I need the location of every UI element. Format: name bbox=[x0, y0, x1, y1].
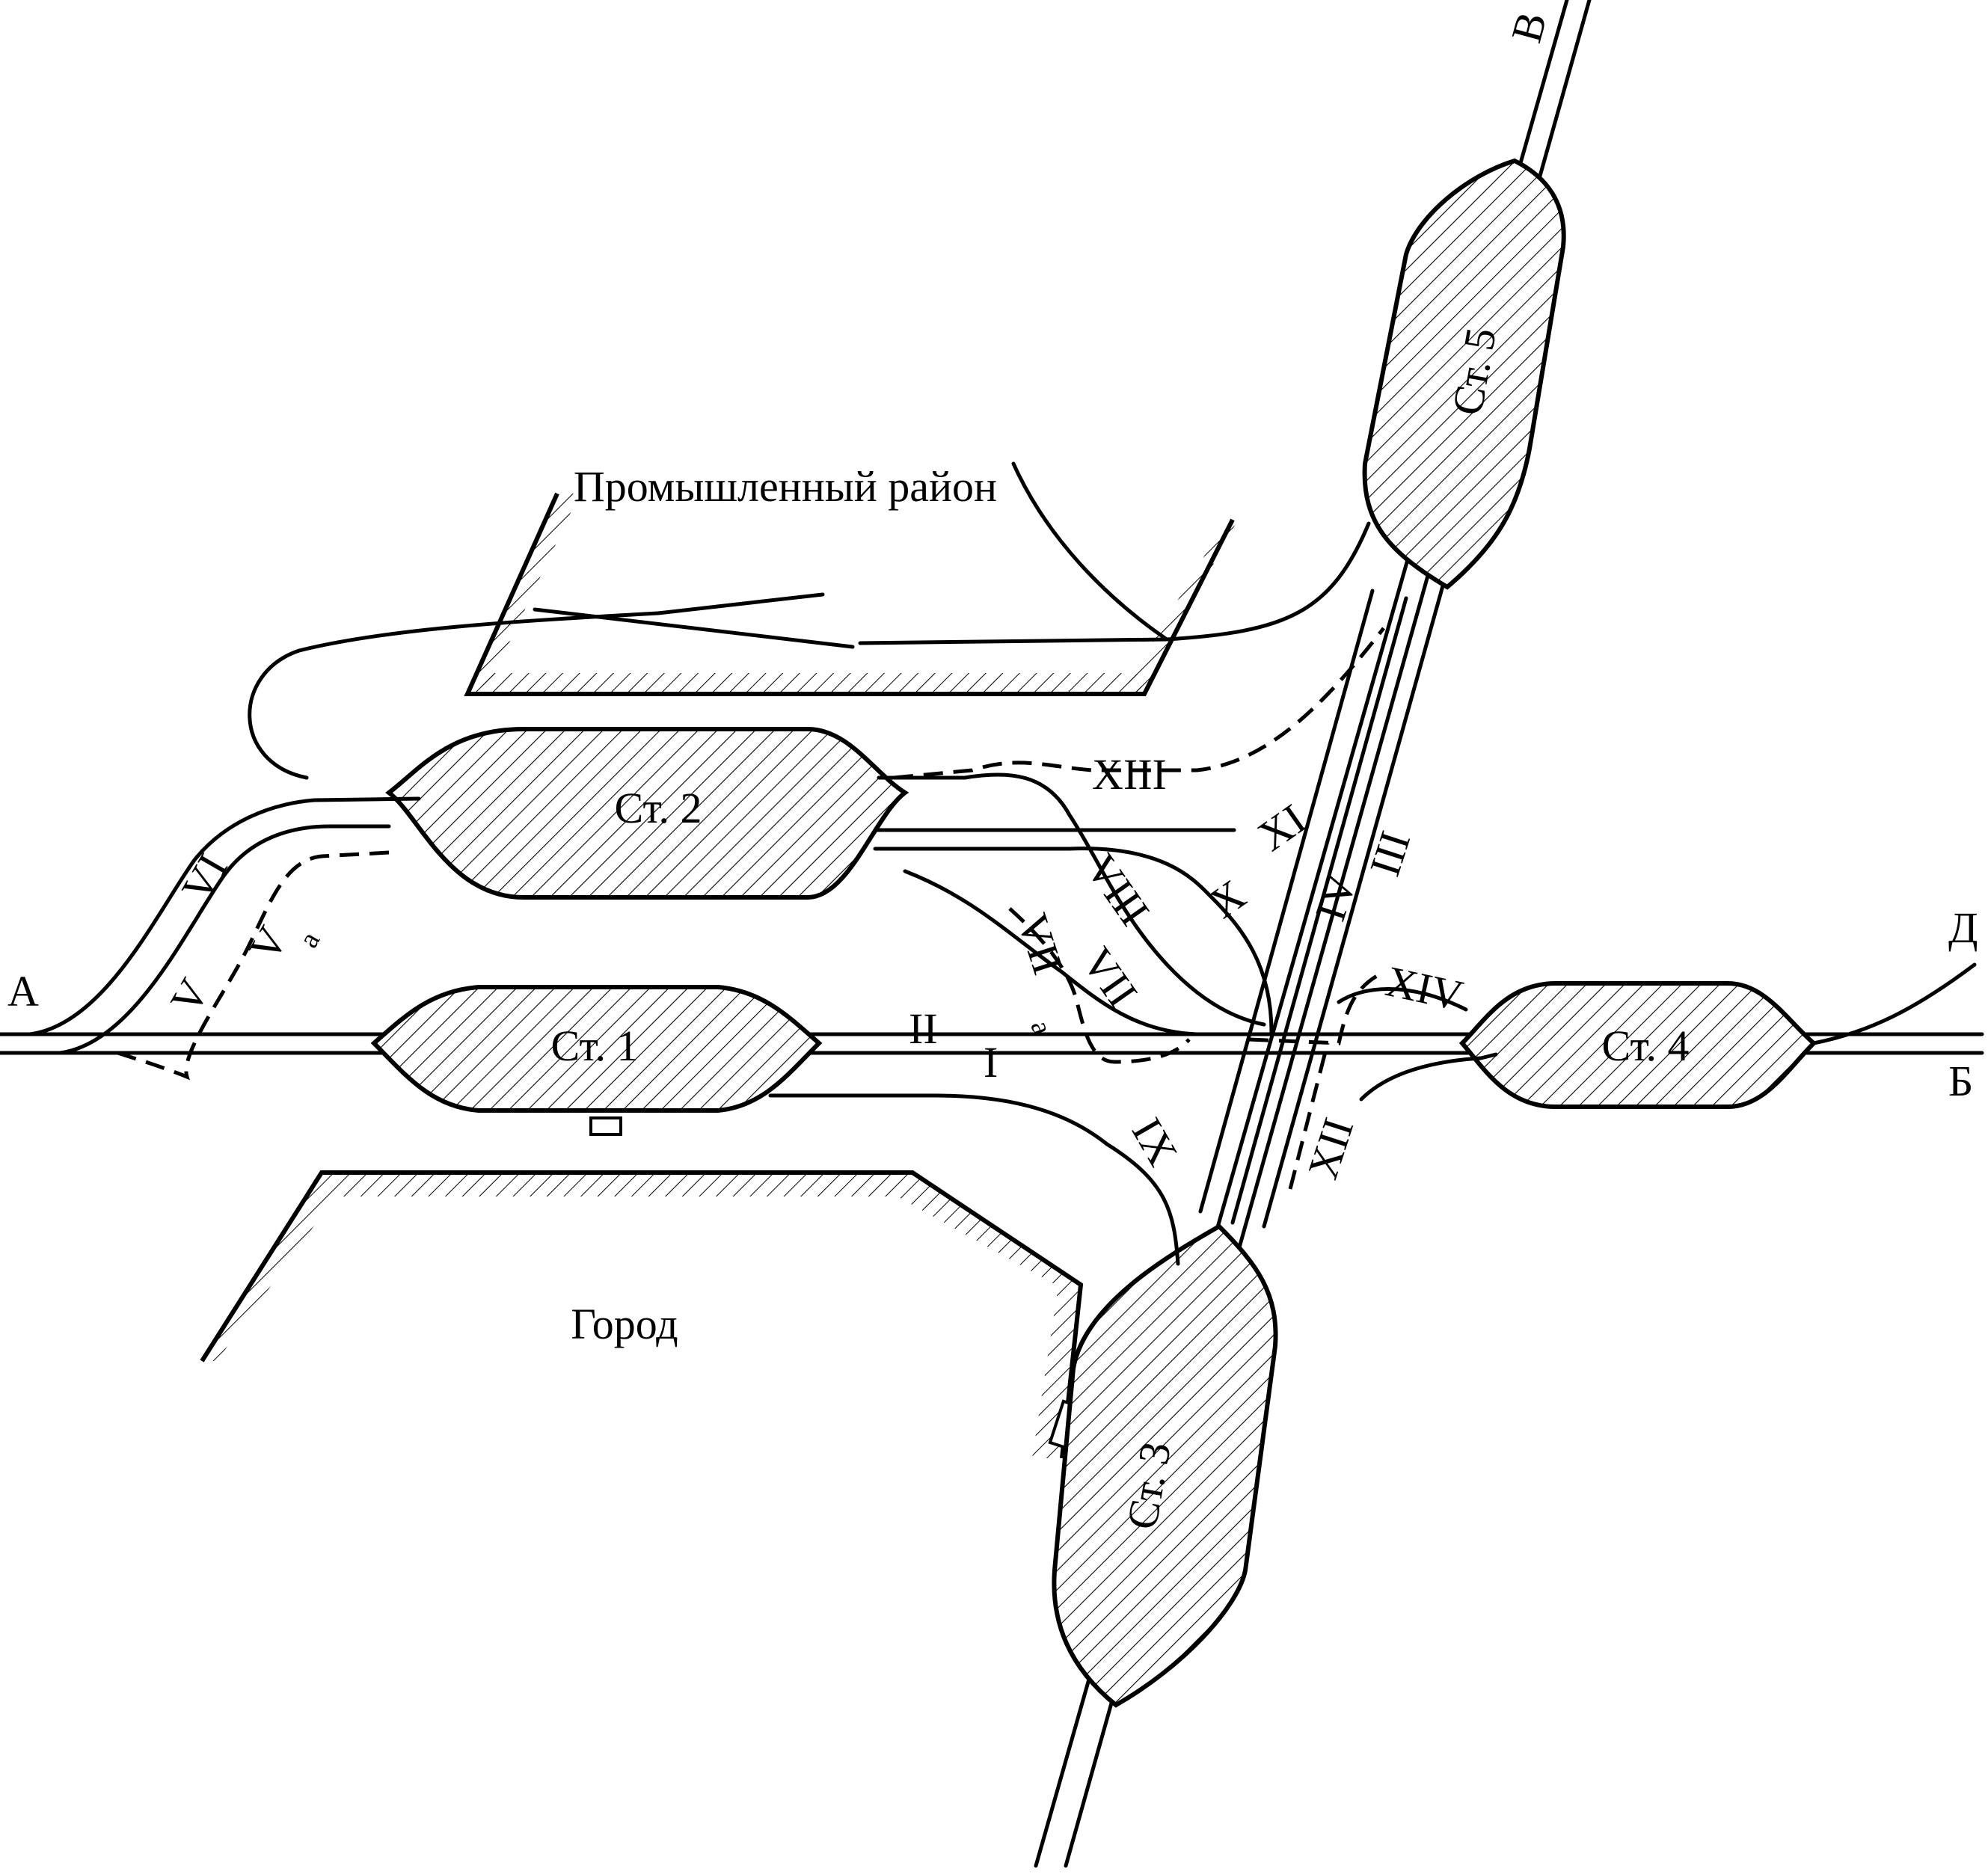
station-4-label: Ст. 4 bbox=[1602, 1022, 1690, 1070]
line-label-vi: VI bbox=[172, 846, 237, 910]
line-label-ii: II bbox=[909, 1004, 938, 1053]
station-2-shape bbox=[385, 727, 909, 900]
city-label: Город bbox=[571, 1300, 678, 1348]
line-label-iv: IV bbox=[1306, 868, 1366, 927]
connecting-lines bbox=[28, 461, 1977, 1266]
line-label-viii: VIII bbox=[1076, 845, 1159, 934]
station-2-label: Ст. 2 bbox=[615, 784, 702, 832]
industrial-area-label-line1: Промышленный район bbox=[574, 462, 997, 511]
station-1-label: Ст. 1 bbox=[551, 1022, 639, 1070]
line-label-v: V bbox=[161, 971, 218, 1022]
line-label-xiii: XIII bbox=[1092, 750, 1167, 799]
station-5-shape bbox=[1362, 158, 1566, 590]
line-label-iii: III bbox=[1360, 826, 1420, 882]
line-label-va: V bbox=[239, 918, 297, 970]
platform-marker-st1 bbox=[589, 1116, 622, 1136]
line-label-i: I bbox=[984, 1038, 998, 1087]
line-label-x: X bbox=[1200, 870, 1254, 927]
line-label-xi: XI bbox=[1249, 794, 1314, 860]
station-1-shape bbox=[370, 985, 823, 1113]
projected-lines bbox=[111, 627, 1385, 1190]
endpoint-d: Д bbox=[1948, 903, 1978, 952]
city-area bbox=[200, 1170, 1084, 1459]
line-label-va-sub: a bbox=[292, 927, 326, 953]
endpoint-v: В bbox=[1502, 7, 1556, 47]
line-label-xiv: XIV bbox=[1381, 956, 1467, 1020]
endpoint-a: А bbox=[7, 967, 39, 1016]
industrial-district-area bbox=[464, 492, 1238, 696]
line-label-viia: VII bbox=[1008, 908, 1073, 980]
line-label-vii: VII bbox=[1073, 938, 1147, 1016]
station-3-shape bbox=[1052, 1223, 1278, 1708]
endpoint-b: Б bbox=[1948, 1057, 1973, 1105]
